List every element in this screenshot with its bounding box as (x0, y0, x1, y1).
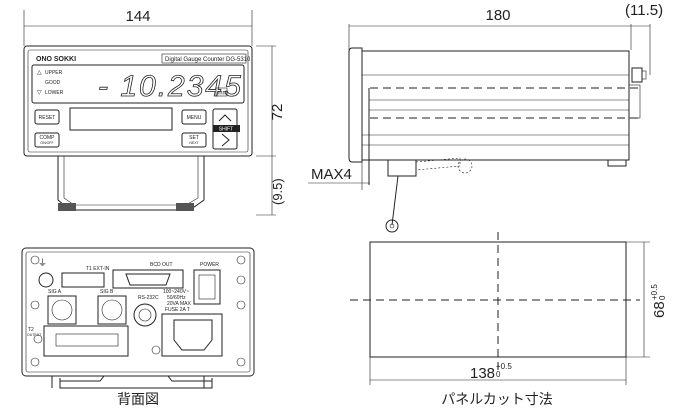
triangle-down-icon: ▽ (37, 90, 42, 96)
display-value: - 10.2345 (98, 70, 243, 103)
t1-label: T1 EXT-IN (86, 266, 110, 272)
sig-a-label: SIG A (48, 289, 62, 295)
front-bezel (348, 47, 363, 163)
power-label: POWER (200, 262, 219, 268)
cut-height: 68 (651, 301, 668, 318)
rating-line-4: FUSE 2A T (165, 307, 190, 313)
menu-label: MENU (187, 115, 202, 121)
dim-width: 144 (125, 8, 150, 25)
sig-b-connector (97, 295, 127, 325)
menu-button[interactable]: MENU (181, 109, 207, 125)
dim-max: MAX4 (311, 166, 352, 183)
set-label: SET (189, 135, 199, 141)
rating-line-3: 20VA MAX (167, 301, 191, 307)
indicator-good: GOOD (45, 80, 61, 86)
triangle-up-icon: △ (37, 70, 42, 76)
model-label: Digital Gauge Counter DG-5310 (165, 57, 251, 63)
dim-height: 72 (269, 104, 286, 121)
power-switch[interactable] (193, 269, 221, 305)
t2-label: T2 (28, 327, 34, 333)
panel-cut-title: パネルカット寸法 (441, 391, 553, 407)
rating-line-2: 50/60Hz (167, 295, 186, 301)
rear-view: ⏚ T1 EXT-IN BCD OUT POWER SIG A SIG B RS… (21, 247, 255, 407)
up-arrow-icon[interactable] (218, 114, 232, 122)
rs232c-label: RS-232C (138, 295, 159, 301)
bcd-label: BCD OUT (150, 262, 173, 268)
cut-width-tol-lower: 0 (496, 370, 501, 379)
ground-icon: ⏚ (38, 258, 47, 268)
cut-width: 138 (470, 365, 495, 382)
panel-cut-view: 68 +0.5 0 138 +0.5 0 パネルカット寸法 (350, 232, 668, 407)
sub-display (69, 107, 173, 131)
tilt-stand (57, 156, 205, 211)
dim-length: 180 (485, 7, 510, 24)
shift-badge (213, 125, 240, 132)
sig-a-connector (47, 295, 77, 325)
sig-b-label: SIG B (100, 289, 114, 295)
dim-stand: (9.5) (270, 178, 285, 205)
dim-rear: (11.5) (625, 2, 663, 19)
cut-height-tol-lower: 0 (658, 295, 667, 300)
ac-inlet (161, 313, 223, 357)
side-view: 180 (11.5) MAX4 (308, 2, 663, 233)
right-arrow-icon[interactable] (221, 133, 230, 147)
t2-sub-label: OUTPUT (27, 333, 42, 337)
brand-logo: ONO SOKKI (36, 56, 76, 63)
rear-view-title: 背面図 (117, 391, 159, 407)
t1-terminal (61, 272, 105, 288)
t2-terminal (43, 325, 129, 357)
unit-label: mm (218, 91, 228, 97)
indicator-lower: LOWER (45, 90, 64, 96)
cut-height-tol-upper: +0.5 (650, 284, 659, 300)
indicator-upper: UPPER (45, 70, 63, 76)
front-view: 144 ONO SOKKI Digital Gauge Counter DG-5… (23, 8, 286, 216)
shift-label: SHIFT (219, 127, 233, 133)
ground-terminal (38, 272, 54, 288)
set-sub-label: NEXT (189, 141, 199, 145)
cut-width-tol-upper: +0.5 (496, 362, 512, 371)
rating-line-1: 100~240V~ (163, 289, 189, 295)
rs232c-connector (133, 303, 157, 327)
reset-label: RESET (39, 115, 56, 121)
display-window (31, 64, 245, 104)
comp-sub-label: ON/OFF (40, 141, 53, 145)
reset-button[interactable]: RESET (34, 109, 60, 125)
bcd-connector (112, 269, 184, 289)
comp-label: COMP (40, 135, 56, 141)
